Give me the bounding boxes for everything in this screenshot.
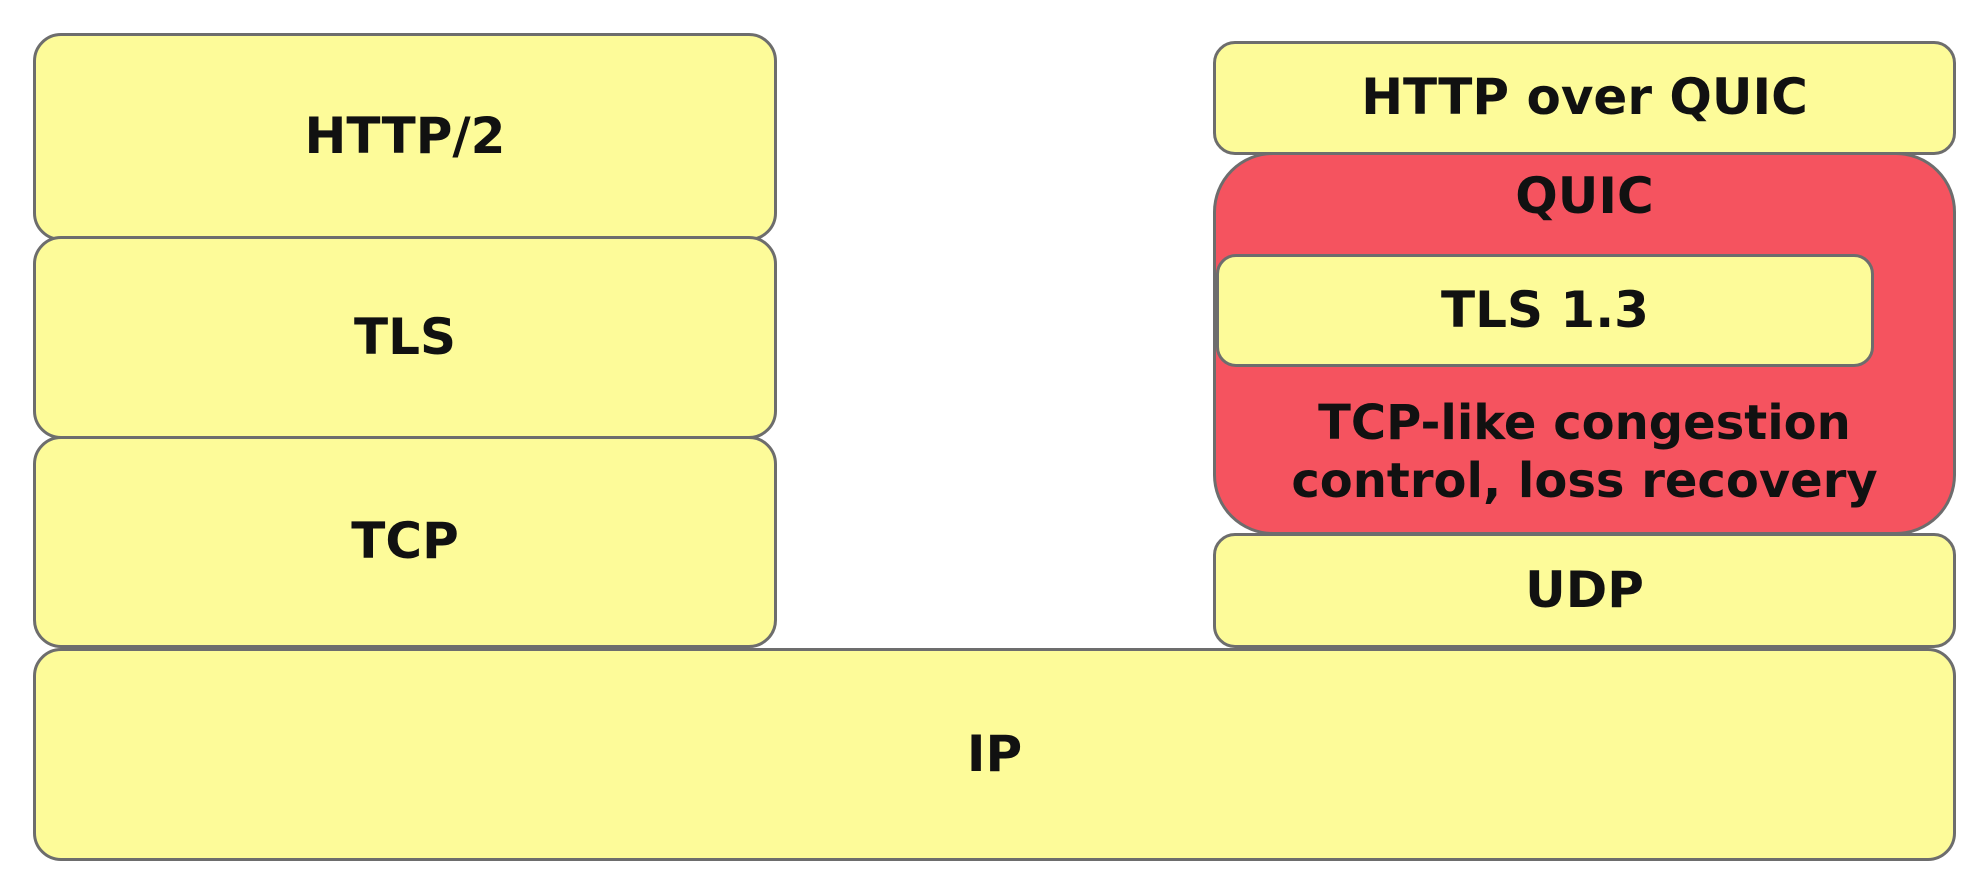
tls13-layer: TLS 1.3	[1216, 254, 1874, 367]
quic-description: TCP-like congestion control, loss recove…	[1216, 395, 1953, 510]
tls-layer: TLS	[33, 236, 777, 439]
udp-layer: UDP	[1213, 533, 1956, 648]
ip-layer: IP	[33, 648, 1956, 861]
quic-layer: QUIC TLS 1.3 TCP-like congestion control…	[1213, 152, 1956, 535]
tcp-layer: TCP	[33, 436, 777, 648]
ip-label: IP	[966, 724, 1023, 783]
tls-label: TLS	[354, 307, 456, 366]
http2-layer: HTTP/2	[33, 33, 777, 241]
http2-label: HTTP/2	[304, 107, 506, 166]
http-over-quic-layer: HTTP over QUIC	[1213, 41, 1956, 155]
quic-description-text: TCP-like congestion control, loss recove…	[1291, 395, 1878, 509]
quic-title: QUIC	[1515, 167, 1654, 225]
tls13-label: TLS 1.3	[1441, 280, 1649, 339]
http-over-quic-label: HTTP over QUIC	[1361, 68, 1808, 127]
udp-label: UDP	[1525, 560, 1644, 619]
tcp-label: TCP	[351, 512, 459, 571]
